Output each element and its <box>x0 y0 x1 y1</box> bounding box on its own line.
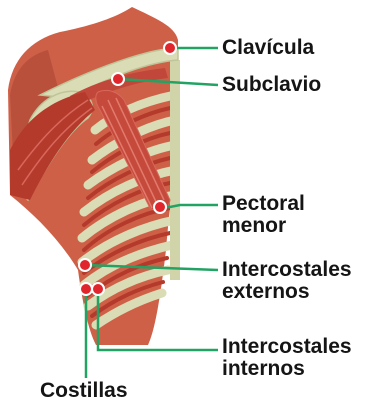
marker-costillas <box>80 283 92 295</box>
label-costillas: Costillas <box>40 380 128 402</box>
label-subclavio: Subclavio <box>222 74 321 96</box>
label-pectoral-line2: menor <box>222 215 305 237</box>
sternum <box>170 60 180 280</box>
label-ext-line2: externos <box>222 281 352 303</box>
label-clavicula: Clavícula <box>222 37 314 59</box>
marker-pectoral <box>154 201 166 213</box>
label-ext-line1: Intercostales <box>222 259 352 281</box>
label-intercostales-externos: Intercostales externos <box>222 259 352 303</box>
label-intercostales-internos: Intercostales internos <box>222 336 352 380</box>
marker-intercostales-externos <box>79 259 91 271</box>
marker-subclavio <box>112 73 124 85</box>
marker-intercostales-internos <box>92 283 104 295</box>
marker-clavicula <box>164 42 176 54</box>
label-int-line2: internos <box>222 358 352 380</box>
label-pectoral-menor: Pectoral menor <box>222 193 305 237</box>
label-int-line1: Intercostales <box>222 336 352 358</box>
label-pectoral-line1: Pectoral <box>222 193 305 215</box>
